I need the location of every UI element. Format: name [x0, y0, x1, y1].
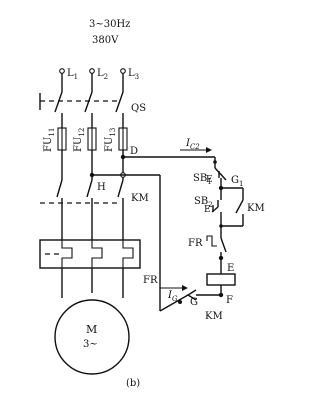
stop-button-sb1	[214, 167, 227, 184]
sb1-label: SB1	[193, 173, 212, 186]
phase-conductors	[54, 73, 124, 128]
supply-frequency: 3~30Hz	[89, 19, 130, 30]
figure-caption: (b)	[126, 378, 140, 389]
g1-label: G1	[231, 175, 243, 188]
motor-label-3: 3~	[83, 339, 98, 350]
supply-voltage: 380V	[92, 35, 119, 46]
node-d-label: D	[130, 146, 138, 157]
fr-main-label: FR	[143, 275, 158, 286]
phase-label-1: L1	[67, 68, 78, 81]
fr-control-contact	[206, 226, 227, 258]
node-e-label: E	[227, 263, 234, 274]
ic2-label: IC2	[185, 138, 200, 151]
km-coil	[206, 273, 236, 286]
fuse-label-11: FU11	[43, 128, 56, 152]
ig-label: IG	[167, 290, 178, 303]
node-h-label: H	[97, 182, 106, 193]
fuse-label-13: FU13	[104, 128, 117, 152]
sb2-e-label: E	[204, 205, 211, 215]
qs-label: QS	[131, 103, 146, 114]
km-coil-label: KM	[205, 311, 223, 322]
sb2-label: SB2	[194, 196, 213, 209]
thermal-elements	[61, 240, 134, 268]
km-main-contacts	[56, 179, 124, 240]
fr-control-label: FR	[188, 238, 203, 249]
motor	[54, 299, 130, 375]
km-holding-contact	[221, 188, 244, 227]
node-f-label: F	[226, 295, 233, 306]
circuit-diagram: 3~30Hz 380V L1 L2 L3 QS FU11 FU12 FU13	[39, 19, 265, 389]
phase-terminals: L1 L2 L3	[59, 68, 139, 81]
thermal-relay	[39, 239, 141, 269]
km-main-label: KM	[131, 193, 149, 204]
phase-label-2: L2	[97, 68, 108, 81]
sb1-e-label: E	[206, 175, 213, 185]
start-button-sb2	[211, 200, 222, 226]
phase-label-3: L3	[128, 68, 139, 81]
km-aux-label: KM	[247, 203, 265, 214]
fuse-label-12: FU12	[73, 128, 86, 152]
node-g-label: G	[190, 297, 198, 308]
motor-label-m: M	[86, 323, 97, 336]
